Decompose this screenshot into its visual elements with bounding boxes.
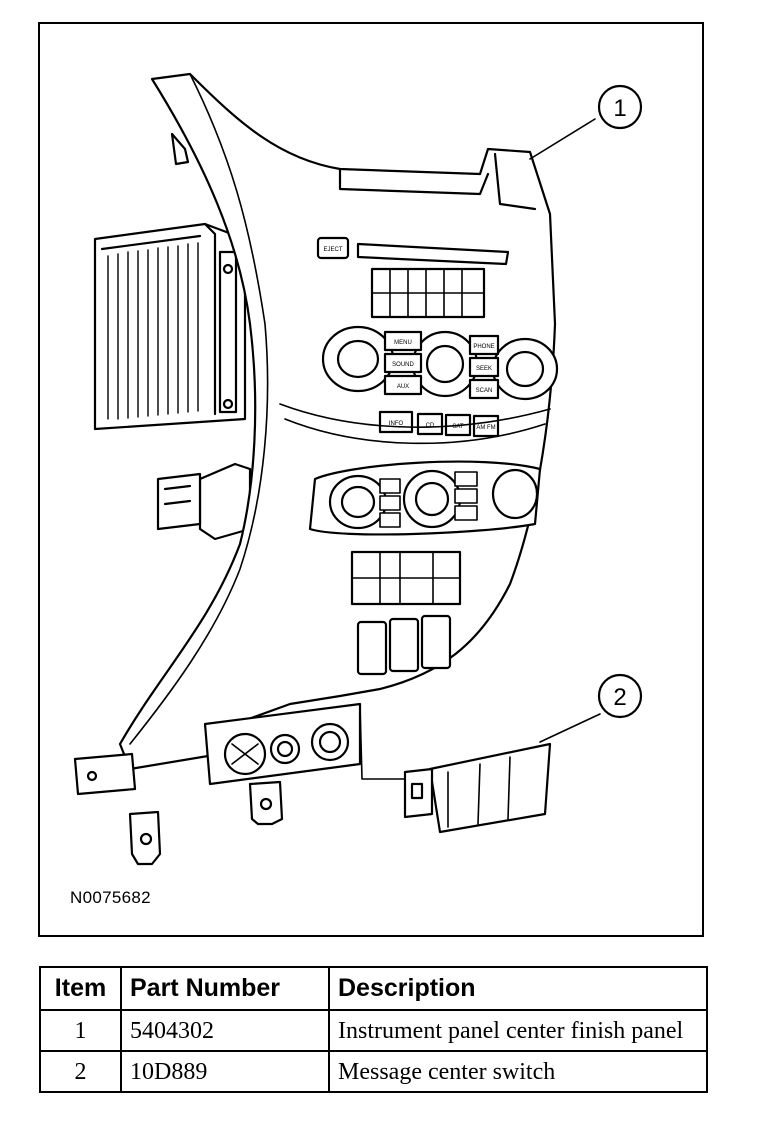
aux-label: AUX [397,384,409,390]
row-description: Instrument panel center finish panel [328,1009,708,1052]
row-description: Message center switch [328,1050,708,1093]
header-description: Description [328,966,708,1011]
callout-1-label: 1 [613,95,626,122]
seek-label: SEEK [476,366,492,372]
center-finish-panel [73,72,559,866]
row-part-number: 5404302 [120,1009,330,1052]
header-item: Item [39,966,122,1011]
cd-label: CD [426,423,435,429]
figure-id: N0075682 [70,888,151,907]
row-item: 1 [39,1009,122,1052]
table-row: 2 10D889 Message center switch [39,1050,708,1093]
callout-2-label: 2 [613,684,626,711]
menu-label: MENU [394,340,412,346]
row-part-number: 10D889 [120,1050,330,1093]
sat-label: SAT [452,424,464,430]
eject-label: EJECT [323,247,342,253]
scan-label: SCAN [476,388,493,394]
header-part-number: Part Number [120,966,330,1011]
callout-1: 1 [597,84,643,130]
callout-2: 2 [597,673,643,719]
table-header-row: Item Part Number Description [39,966,708,1011]
message-center-switch [403,742,552,834]
table-row: 1 5404302 Instrument panel center finish… [39,1009,708,1052]
row-item: 2 [39,1050,122,1093]
am-fm-label: AM FM [476,425,495,431]
parts-table: Item Part Number Description 1 5404302 I… [39,966,708,1093]
radio-chassis [93,222,252,541]
exploded-view-illustration: 1 2 EJECT MENU SOUND AUX PHONE SEEK SCAN… [73,72,643,866]
figure-frame: 1 2 EJECT MENU SOUND AUX PHONE SEEK SCAN… [38,22,704,937]
info-label: INFO [389,421,404,427]
phone-label: PHONE [473,344,494,350]
sound-label: SOUND [392,362,414,368]
